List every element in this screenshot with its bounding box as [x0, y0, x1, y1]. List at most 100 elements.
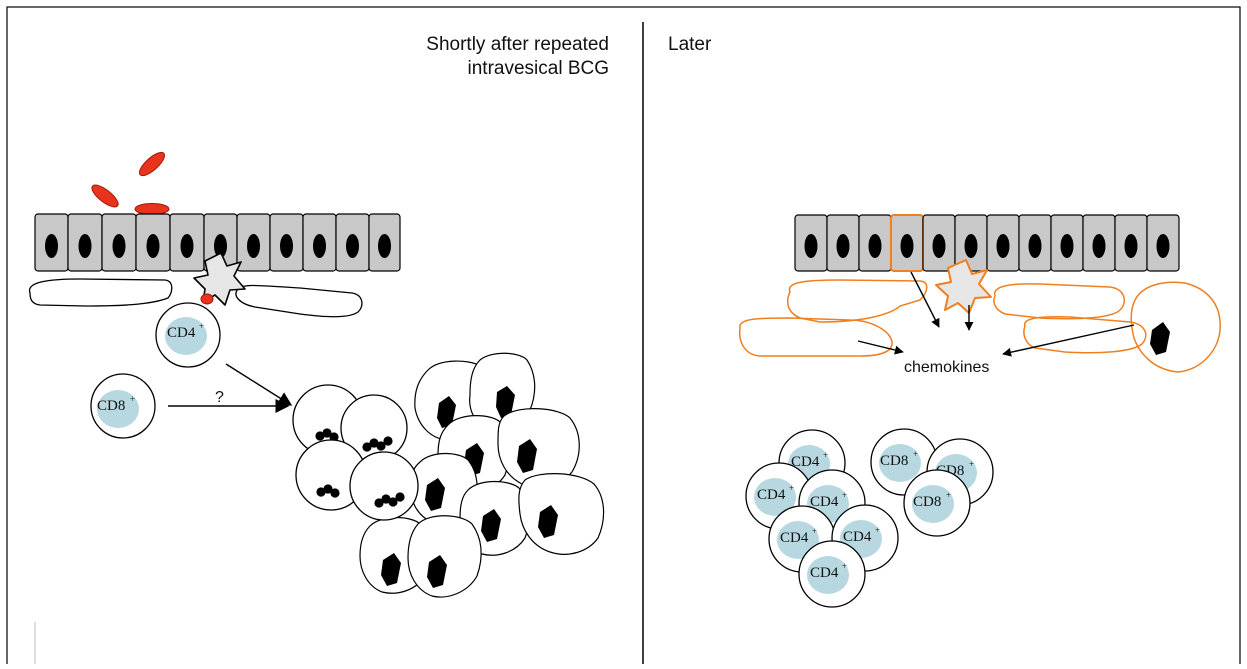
tumor-nucleus — [437, 396, 456, 428]
cell-nucleus — [146, 234, 160, 258]
dendritic-cell-activated — [935, 259, 992, 314]
cd8-lymphocyte: CD8 + — [90, 373, 156, 439]
bcg-granule — [376, 441, 386, 451]
bcg-bacterium — [138, 151, 166, 177]
cell-nucleus — [78, 234, 92, 258]
cell-nucleus — [214, 234, 227, 258]
cell-nucleus — [280, 234, 293, 258]
svg-text:CD4: CD4 — [810, 565, 839, 581]
bcg-granule — [323, 484, 333, 494]
tumor-nucleus — [1150, 322, 1170, 355]
right-panel-title: Later — [668, 34, 712, 55]
tumor-nucleus — [425, 478, 445, 511]
cell-nucleus — [996, 234, 1010, 258]
bcg-granule — [315, 431, 325, 441]
tumor-cell — [407, 515, 482, 598]
neutrophil — [349, 451, 419, 521]
svg-text:CD4: CD4 — [757, 487, 786, 503]
svg-text:CD4: CD4 — [791, 454, 820, 470]
tumor-nucleus — [481, 509, 501, 542]
cell-nucleus — [45, 234, 58, 258]
tumor-nucleus — [381, 553, 401, 586]
bcg-bacterium — [200, 293, 214, 305]
stromal-cell-activated — [993, 283, 1126, 320]
tumor-cell-activated — [1130, 281, 1221, 373]
cell-nucleus — [1028, 234, 1042, 258]
bcg-granule — [388, 497, 398, 507]
bcg-bacterium — [91, 184, 119, 208]
left-panel-title-line1: Shortly after repeated — [426, 34, 609, 55]
cell-nucleus — [346, 234, 359, 258]
svg-text:CD4: CD4 — [843, 529, 872, 545]
svg-text:+: + — [842, 490, 847, 500]
tumor-nucleus — [538, 505, 558, 538]
cd8-label: CD8 — [97, 398, 125, 414]
cd4-superscript: + — [199, 321, 204, 331]
svg-text:+: + — [969, 459, 974, 469]
cd8-lymphocyte: CD8 + — [903, 469, 971, 537]
svg-text:+: + — [946, 490, 951, 500]
lymphocyte-cluster: CD4 + CD4 + CD4 + CD4 + — [745, 428, 994, 608]
cell-nucleus — [112, 234, 126, 258]
cell-nucleus — [247, 234, 260, 258]
cd8-superscript: + — [130, 394, 135, 404]
cell-nucleus — [932, 234, 946, 258]
epithelium-right — [794, 214, 1180, 272]
cell-nucleus — [378, 234, 391, 258]
arrow-epithelium-to-chemokines — [910, 271, 940, 328]
svg-text:+: + — [823, 450, 828, 460]
left-panel: CD4 + CD8 + ? — [28, 151, 605, 598]
cell-nucleus — [180, 234, 194, 258]
chemokines-label: chemokines — [904, 359, 989, 376]
svg-text:+: + — [789, 483, 794, 493]
stromal-cell-activated — [1023, 316, 1147, 354]
svg-text:+: + — [913, 449, 918, 459]
svg-text:+: + — [842, 561, 847, 571]
question-mark: ? — [215, 389, 224, 406]
tumor-nucleus — [496, 386, 515, 418]
svg-text:CD8: CD8 — [880, 453, 908, 469]
tumor-cell — [518, 473, 605, 555]
svg-text:CD4: CD4 — [810, 494, 839, 510]
left-panel-title: Shortly after repeated intravesical BCG — [426, 33, 609, 81]
cd4-lymphocyte: CD4 + — [155, 302, 221, 368]
svg-text:CD8: CD8 — [913, 494, 941, 510]
bcg-granule — [362, 442, 372, 452]
stromal-cell-activated — [738, 317, 893, 357]
tumor-nucleus — [427, 555, 447, 588]
arrow-stroma-to-chemokines — [857, 340, 904, 355]
bcg-granule — [369, 438, 379, 448]
cell-nucleus — [1156, 234, 1170, 258]
cell-nucleus — [900, 234, 914, 258]
stromal-cell — [235, 284, 363, 318]
tumor-cell-cluster — [359, 352, 605, 598]
bcg-granule — [383, 436, 393, 446]
right-panel: chemokines CD4 + CD4 + CD4 + — [738, 214, 1221, 608]
cell-nucleus — [804, 234, 818, 258]
cd4-label: CD4 — [167, 325, 196, 341]
bcg-granule — [330, 488, 340, 498]
cell-nucleus — [1060, 234, 1074, 258]
bcg-granule — [329, 432, 339, 442]
svg-text:CD4: CD4 — [780, 530, 809, 546]
cell-nucleus — [313, 234, 326, 258]
tumor-nucleus — [517, 439, 537, 473]
arrow-tumor-to-chemokines — [1002, 324, 1135, 357]
svg-text:+: + — [812, 526, 817, 536]
cell-nucleus — [868, 234, 882, 258]
cell-nucleus — [836, 234, 850, 258]
stromal-cell — [28, 278, 173, 307]
stromal-cell-activated — [786, 279, 928, 323]
lymphocyte-nucleus — [165, 317, 207, 355]
bcg-bacterium — [134, 203, 170, 215]
cell-nucleus — [1124, 234, 1138, 258]
bcg-granule — [381, 494, 391, 504]
dendritic-cell — [193, 252, 246, 306]
bcg-granule — [395, 492, 405, 502]
bcg-granule — [316, 487, 326, 497]
lymphocyte-nucleus — [97, 390, 139, 428]
bcg-granule — [322, 428, 332, 438]
cell-nucleus — [1092, 234, 1106, 258]
